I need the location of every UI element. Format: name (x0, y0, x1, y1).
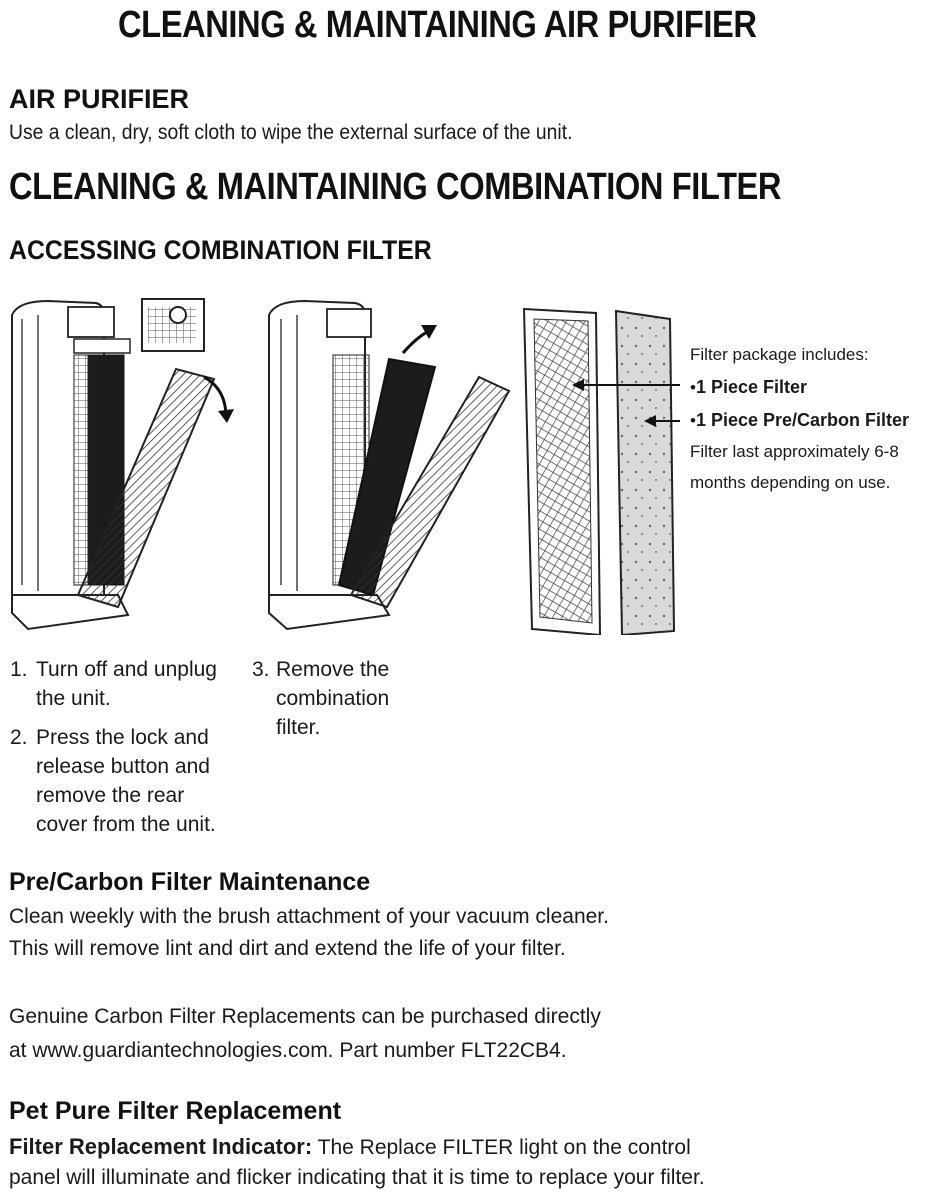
air-purifier-text: Use a clean, dry, soft cloth to wipe the… (9, 121, 573, 144)
bullet-dot-icon: • (690, 411, 696, 430)
genuine-replacement-line-2: at www.guardiantechnologies.com. Part nu… (9, 1039, 567, 1062)
indicator-line-1: Filter Replacement Indicator: The Replac… (9, 1134, 691, 1160)
step-text: Turn off and unplug the unit. (36, 658, 217, 710)
step-text: Remove the combination filter. (276, 658, 390, 739)
step-number: 2. (10, 726, 28, 749)
filter-item-2-label: 1 Piece Pre/Carbon Filter (695, 410, 910, 430)
purifier-illustration-step1 (11, 298, 234, 631)
indicator-text: The Replace FILTER light on the control (312, 1136, 691, 1159)
air-purifier-heading: AIR PURIFIER (9, 84, 190, 114)
bullet-dot-icon: • (690, 378, 696, 397)
genuine-replacement-line-1: Genuine Carbon Filter Replacements can b… (9, 1005, 601, 1028)
filter-package-intro: Filter package includes: (690, 345, 869, 364)
filter-life-note-2: months depending on use. (690, 473, 891, 492)
pre-carbon-line-1: Clean weekly with the brush attachment o… (9, 905, 609, 928)
filter-package-illustration (522, 307, 680, 635)
pet-pure-heading: Pet Pure Filter Replacement (9, 1097, 342, 1125)
step-number: 3. (252, 658, 270, 681)
step-text: Press the lock and release button and re… (36, 726, 216, 836)
filter-item-2: •1 Piece Pre/Carbon Filter (690, 409, 909, 432)
step-number: 1. (10, 658, 28, 681)
indicator-line-2: panel will illuminate and flicker indica… (9, 1166, 705, 1189)
page-title: CLEANING & MAINTAINING AIR PURIFIER (118, 4, 757, 46)
filter-life-note-1: Filter last approximately 6-8 (690, 442, 899, 461)
accessing-filter-subheading: ACCESSING COMBINATION FILTER (9, 235, 432, 265)
combination-filter-heading: CLEANING & MAINTAINING COMBINATION FILTE… (9, 166, 782, 208)
step-2: 2. Press the lock and release button and… (10, 723, 225, 839)
step-1: 1. Turn off and unplug the unit. (10, 655, 225, 713)
filter-item-1: •1 Piece Filter (690, 376, 807, 399)
step-3: 3. Remove the combination filter. (252, 655, 432, 742)
filter-item-1-label: 1 Piece Filter (695, 377, 808, 397)
indicator-label: Filter Replacement Indicator: (9, 1134, 313, 1159)
pre-carbon-heading: Pre/Carbon Filter Maintenance (9, 868, 371, 896)
purifier-illustration-step3 (268, 299, 511, 631)
pre-carbon-line-2: This will remove lint and dirt and exten… (9, 937, 566, 960)
